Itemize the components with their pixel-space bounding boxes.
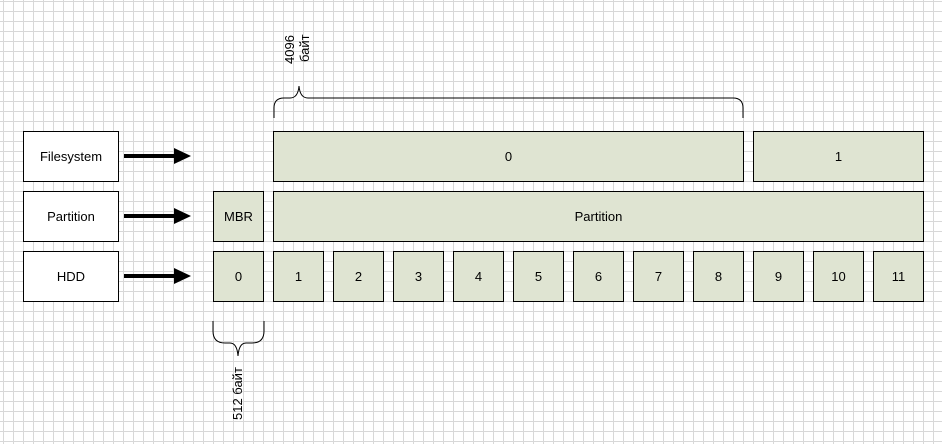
partition-block-label: Partition [574, 209, 623, 224]
hdd-sector: 9 [753, 251, 804, 302]
hdd-sector-label: 10 [831, 269, 846, 284]
filesystem-label-text: Filesystem [39, 149, 103, 164]
hdd-sector-label: 9 [774, 269, 783, 284]
hdd-sector-label: 8 [714, 269, 723, 284]
filesystem-block-1: 1 [753, 131, 924, 182]
hdd-sector: 1 [273, 251, 324, 302]
hdd-sector: 6 [573, 251, 624, 302]
hdd-sector-label: 5 [534, 269, 543, 284]
hdd-sector: 7 [633, 251, 684, 302]
hdd-sector: 0 [213, 251, 264, 302]
sector-size-label: 512 байт [230, 367, 245, 420]
hdd-sector-label: 1 [294, 269, 303, 284]
hdd-sector: 10 [813, 251, 864, 302]
partition-arrow [124, 208, 191, 224]
sector-size-brace [212, 321, 265, 357]
mbr-block: MBR [213, 191, 264, 242]
filesystem-block-0-label: 0 [504, 149, 513, 164]
hdd-sector: 4 [453, 251, 504, 302]
filesystem-block-0: 0 [273, 131, 744, 182]
partition-block: Partition [273, 191, 924, 242]
hdd-sector-label: 4 [474, 269, 483, 284]
hdd-label: HDD [23, 251, 119, 302]
filesystem-arrow [124, 148, 191, 164]
block-size-brace [273, 85, 744, 118]
hdd-sector: 8 [693, 251, 744, 302]
hdd-sector: 2 [333, 251, 384, 302]
filesystem-block-1-label: 1 [834, 149, 843, 164]
hdd-sector-label: 11 [891, 269, 906, 284]
hdd-sector-label: 0 [234, 269, 243, 284]
hdd-arrow [124, 268, 191, 284]
hdd-sector-label: 7 [654, 269, 663, 284]
hdd-sector: 3 [393, 251, 444, 302]
partition-label: Partition [23, 191, 119, 242]
hdd-label-text: HDD [56, 269, 86, 284]
block-size-unit: байт [297, 34, 312, 62]
block-size-value: 4096 [282, 35, 297, 64]
hdd-sector: 5 [513, 251, 564, 302]
filesystem-label: Filesystem [23, 131, 119, 182]
partition-label-text: Partition [47, 209, 95, 224]
hdd-sector-label: 6 [594, 269, 603, 284]
hdd-sector-label: 3 [414, 269, 423, 284]
mbr-label: MBR [224, 209, 253, 224]
hdd-sector: 11 [873, 251, 924, 302]
hdd-sector-label: 2 [354, 269, 363, 284]
